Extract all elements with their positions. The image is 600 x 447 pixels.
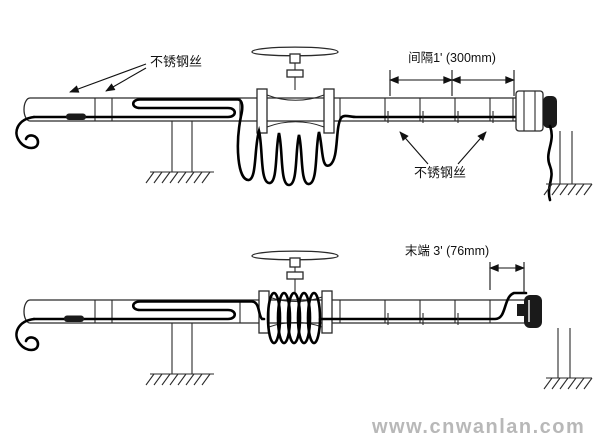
valve-packing bbox=[286, 69, 304, 78]
pipe-coupling bbox=[515, 90, 544, 132]
dimension-spacing-group: 间隔1' (300mm) bbox=[389, 51, 515, 96]
cable-run bbox=[32, 98, 518, 187]
heating-cable-top bbox=[15, 98, 518, 187]
pipe-bottom bbox=[23, 299, 540, 324]
valve-coil bbox=[296, 291, 312, 345]
support-left-bottom bbox=[145, 323, 214, 386]
pipe-top bbox=[23, 97, 540, 122]
cable-end-loop bbox=[15, 317, 40, 352]
termination-cable bbox=[547, 124, 553, 202]
label-wire-top-left: 不锈钢丝 bbox=[150, 54, 202, 69]
end-cap-stem bbox=[517, 304, 526, 316]
valve-hub bbox=[289, 53, 301, 64]
ground-hatch bbox=[145, 171, 211, 184]
support-right-bottom bbox=[543, 328, 593, 390]
gate-valve-top bbox=[251, 46, 339, 134]
dimension-end-group: 末端 3' (76mm) bbox=[405, 244, 525, 294]
support-right-top bbox=[543, 131, 593, 196]
ground-hatch bbox=[543, 377, 593, 390]
valve-flange-left bbox=[256, 88, 268, 134]
cable-splice bbox=[64, 315, 84, 322]
handwheel-icon bbox=[251, 250, 339, 261]
valve-packing bbox=[286, 271, 304, 280]
gate-valve-bottom bbox=[251, 250, 339, 334]
valve-hub bbox=[289, 257, 301, 268]
support-left-top bbox=[145, 121, 214, 184]
watermark-text: www.cnwanlan.com bbox=[371, 416, 585, 438]
label-spacing: 间隔1' (300mm) bbox=[408, 51, 496, 65]
valve-flange-right bbox=[323, 88, 335, 134]
label-wire-mid: 不锈钢丝 bbox=[414, 165, 466, 180]
valve-coil bbox=[276, 291, 292, 345]
handwheel-icon bbox=[251, 46, 339, 57]
top-diagram: 不锈钢丝 间隔1' (300mm) 不锈钢丝 bbox=[15, 46, 593, 202]
heating-cable-bottom bbox=[15, 291, 528, 352]
end-cap bbox=[524, 295, 542, 328]
cable-splice bbox=[66, 113, 86, 120]
termination-bottom bbox=[517, 295, 542, 328]
end-cap bbox=[543, 96, 557, 128]
cable-run-left bbox=[32, 300, 266, 321]
valve-coil bbox=[286, 291, 302, 345]
cable-end-loop bbox=[15, 115, 40, 150]
wire-ties bbox=[387, 313, 459, 325]
valve-coil bbox=[266, 291, 282, 345]
wire-ties bbox=[387, 111, 494, 123]
ground-hatch bbox=[543, 183, 593, 196]
bottom-diagram: 末端 3' (76mm) bbox=[15, 244, 593, 390]
label-wire-top-left-group: 不锈钢丝 bbox=[69, 54, 202, 93]
cable-run-right bbox=[318, 291, 528, 321]
ground-hatch bbox=[145, 373, 211, 386]
termination-top bbox=[515, 90, 557, 202]
label-wire-mid-group: 不锈钢丝 bbox=[399, 131, 487, 180]
label-end: 末端 3' (76mm) bbox=[405, 244, 489, 258]
valve-flange-right bbox=[321, 290, 333, 334]
